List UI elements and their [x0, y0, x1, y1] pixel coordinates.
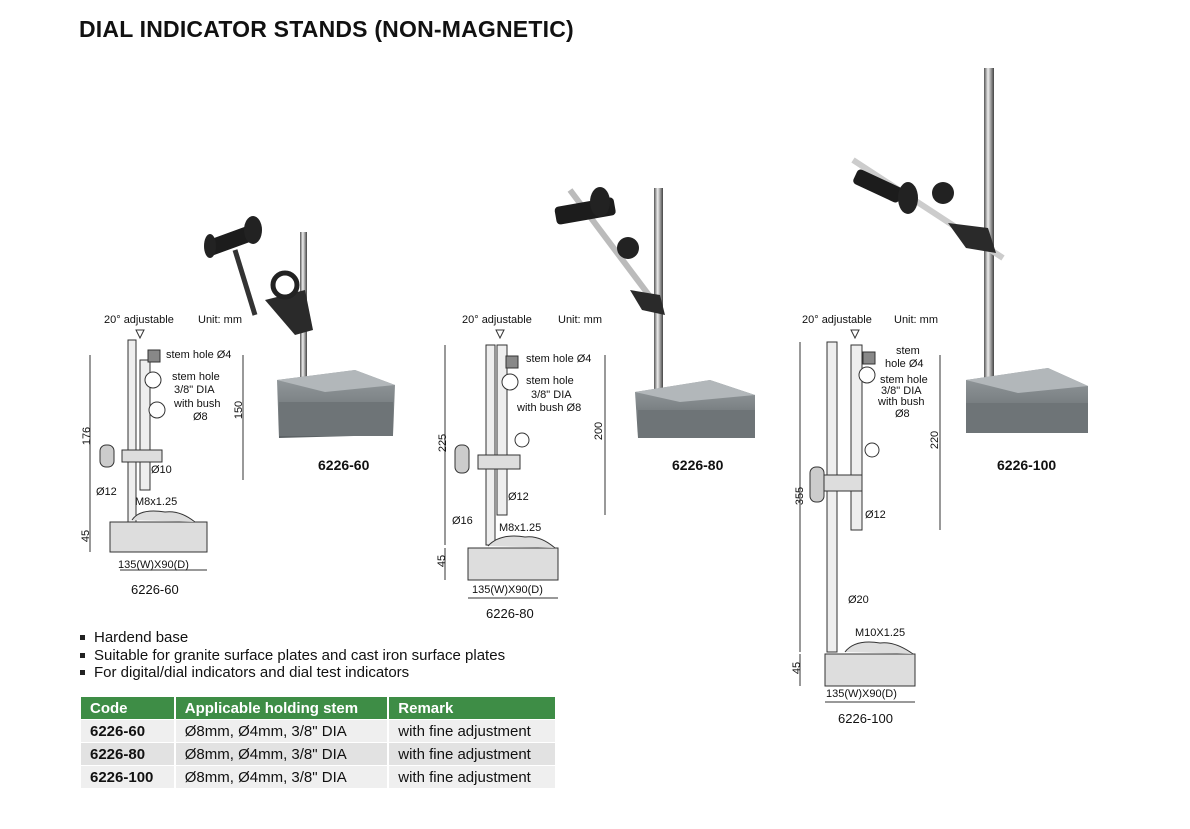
table-cell: 6226-100	[81, 765, 176, 788]
tech-drawing-6226-80	[444, 329, 606, 599]
list-item: Hardend base	[80, 629, 505, 647]
table-header-row: Code Applicable holding stem Remark	[81, 697, 557, 720]
stem-hole-label: hole Ø4	[885, 358, 924, 370]
bullet-icon	[80, 635, 85, 641]
table-cell: with fine adjustment	[388, 765, 557, 788]
product-photo-6226-60	[204, 216, 395, 438]
column-header: Code	[81, 697, 176, 720]
post-diameter-label: Ø16	[452, 515, 473, 527]
table-cell: 6226-80	[81, 742, 176, 766]
product-code-label: 6226-60	[318, 457, 370, 473]
column-header: Applicable holding stem	[174, 697, 390, 720]
bush-label: Ø8	[193, 411, 208, 423]
table-cell: with fine adjustment	[388, 742, 557, 766]
adjust-label: 20° adjustable	[104, 314, 174, 326]
height-total-label: 355	[794, 486, 807, 506]
table-row: 6226-100 Ø8mm, Ø4mm, 3/8" DIA with fine …	[81, 765, 557, 788]
stem-hole-label: 3/8" DIA	[174, 384, 215, 396]
unit-label: Unit: mm	[558, 314, 602, 326]
table-row: 6226-60 Ø8mm, Ø4mm, 3/8" DIA with fine a…	[81, 719, 557, 743]
post-diameter-label: Ø12	[96, 486, 117, 498]
table-row: 6226-80 Ø8mm, Ø4mm, 3/8" DIA with fine a…	[81, 742, 557, 766]
stem-hole-label: stem hole	[526, 375, 574, 387]
post-diameter-label: Ø20	[848, 594, 869, 606]
diagram-caption: 6226-80	[486, 606, 534, 621]
thread-label: M8x1.25	[499, 522, 542, 534]
product-code-label: 6226-100	[997, 457, 1057, 473]
rod-diameter-label: Ø12	[508, 491, 529, 503]
bush-label: with bush	[878, 396, 925, 408]
height-total-label: 225	[437, 433, 450, 453]
height-rod-label: 220	[929, 430, 942, 450]
height-base-label: 45	[80, 529, 93, 543]
stem-hole-label: stem	[896, 345, 920, 357]
list-item: For digital/dial indicators and dial tes…	[80, 664, 505, 682]
list-item: Suitable for granite surface plates and …	[80, 647, 505, 665]
tech-drawing-6226-60	[89, 329, 244, 571]
table-cell: Ø8mm, Ø4mm, 3/8" DIA	[174, 765, 390, 788]
stem-hole-label: stem hole	[880, 374, 928, 386]
feature-list: Hardend base Suitable for granite surfac…	[80, 629, 505, 682]
bush-label: with bush Ø8	[517, 402, 582, 414]
bullet-icon	[80, 670, 85, 676]
height-total-label: 176	[81, 426, 94, 446]
product-code-label: 6226-80	[672, 457, 724, 473]
product-photo-6226-100	[851, 68, 1088, 433]
diagram-caption: 6226-60	[131, 582, 179, 597]
base-dimension-label: 135(W)X90(D)	[826, 688, 897, 700]
unit-label: Unit: mm	[198, 314, 242, 326]
thread-label: M10X1.25	[855, 627, 906, 639]
adjust-label: 20° adjustable	[802, 314, 872, 326]
bullet-icon	[80, 652, 85, 658]
table-cell: with fine adjustment	[388, 719, 557, 743]
rod-diameter-label: Ø10	[151, 464, 172, 476]
height-rod-label: 200	[593, 421, 606, 441]
page-title: DIAL INDICATOR STANDS (NON-MAGNETIC)	[79, 16, 574, 42]
column-header: Remark	[388, 697, 557, 720]
bush-label: with bush	[174, 398, 221, 410]
rod-diameter-label: Ø12	[865, 509, 886, 521]
tech-drawing-6226-100	[799, 329, 941, 703]
diagram-caption: 6226-100	[838, 711, 893, 726]
bush-label: Ø8	[895, 408, 910, 420]
adjust-label: 20° adjustable	[462, 314, 532, 326]
product-photo-6226-80	[554, 187, 755, 438]
table-cell: Ø8mm, Ø4mm, 3/8" DIA	[174, 742, 390, 766]
table-cell: Ø8mm, Ø4mm, 3/8" DIA	[174, 719, 390, 743]
spec-table: Code Applicable holding stem Remark 6226…	[81, 697, 557, 788]
stem-hole-label: 3/8" DIA	[881, 385, 922, 397]
height-base-label: 45	[791, 661, 804, 675]
stem-hole-label: stem hole Ø4	[526, 353, 592, 365]
unit-label: Unit: mm	[894, 314, 938, 326]
base-dimension-label: 135(W)X90(D)	[118, 559, 189, 571]
base-dimension-label: 135(W)X90(D)	[472, 584, 543, 596]
stem-hole-label: stem hole	[172, 371, 220, 383]
height-rod-label: 150	[233, 400, 246, 420]
stem-hole-label: 3/8" DIA	[531, 389, 572, 401]
stem-hole-label: stem hole Ø4	[166, 349, 232, 361]
table-cell: 6226-60	[81, 719, 176, 743]
thread-label: M8x1.25	[135, 496, 178, 508]
height-base-label: 45	[436, 554, 449, 568]
